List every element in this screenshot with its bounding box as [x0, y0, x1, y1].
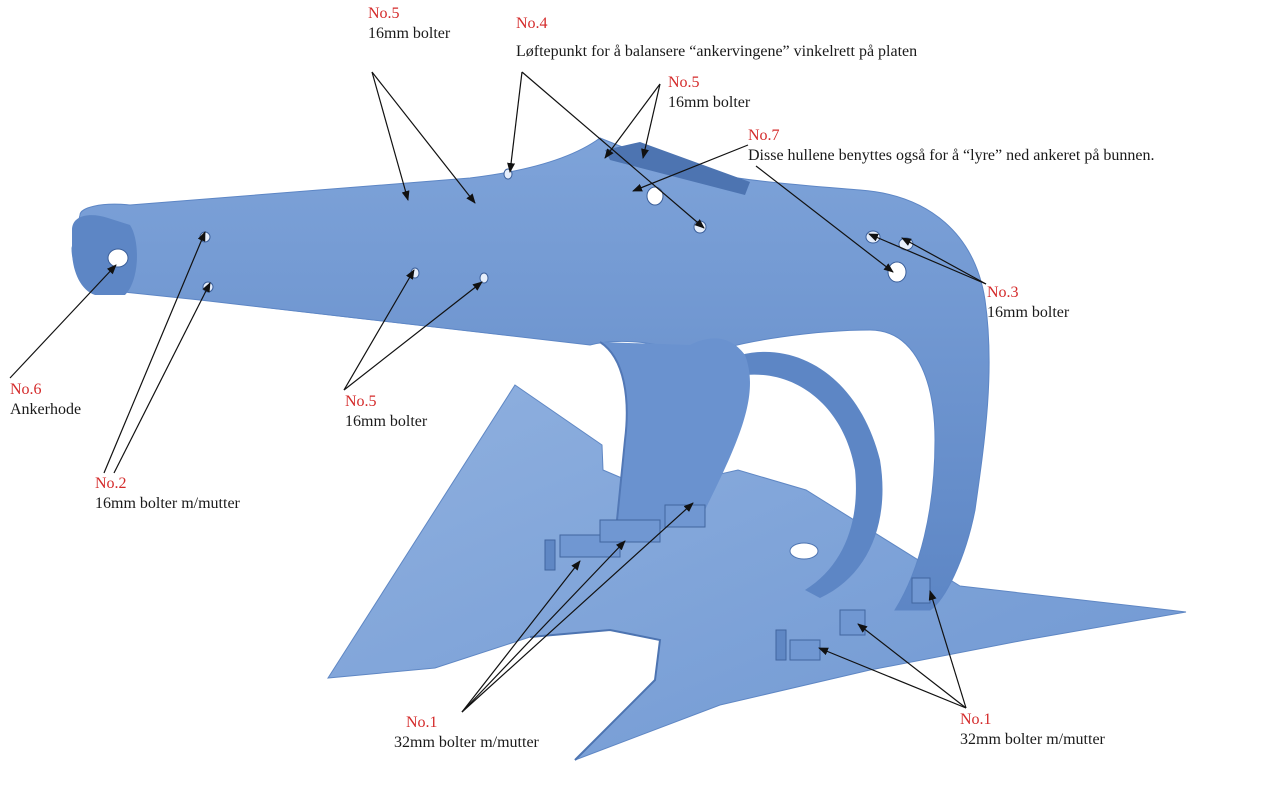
arrow-no5-top-right-b [641, 83, 661, 159]
anchor-back-leg [740, 351, 883, 598]
callout-description: 32mm bolter m/mutter [394, 734, 539, 751]
callout-no6: No.6 Ankerhode [10, 380, 81, 420]
callout-description: Disse hullene benyttes også for å “lyre”… [748, 147, 1155, 164]
callout-number: No.5 [668, 74, 700, 91]
plate-hole [789, 542, 819, 560]
callout-description: Ankerhode [10, 401, 82, 418]
callout-number: No.5 [368, 5, 400, 22]
anchor-illustration [71, 137, 1187, 761]
callout-description: 16mm bolter [668, 94, 751, 111]
callout-no3: No.3 16mm bolter [987, 283, 1069, 323]
arrow-no3-b [901, 237, 987, 285]
callout-number: No.6 [10, 381, 42, 398]
arrow-no1-right-c [928, 590, 967, 709]
arrow-no5-top-left-b [371, 71, 476, 204]
arrow-no1-right-b [857, 623, 967, 709]
callout-no5-top-left: No.5 16mm bolter [368, 4, 450, 44]
arrow-no5-top-left-a [371, 71, 410, 201]
callout-description: Løftepunkt for å balansere “ankervingene… [516, 43, 918, 60]
callout-no1-left: No.1 32mm bolter m/mutter [394, 713, 539, 753]
callout-no5-middle: No.5 16mm bolter [345, 392, 427, 432]
arrow-no1-left-b [461, 540, 626, 713]
arrow-no4-a [507, 71, 523, 173]
callout-description: 16mm bolter [345, 413, 428, 430]
callout-description: 16mm bolter [368, 25, 451, 42]
arrow-no5-middle-a [343, 269, 415, 391]
callout-description: 16mm bolter m/mutter [95, 495, 240, 512]
callout-number: No.1 [406, 714, 438, 731]
anchor-head [72, 215, 137, 295]
callout-number: No.7 [748, 127, 780, 144]
arrow-no1-right-a [818, 647, 967, 709]
arrow-no2-a [103, 231, 206, 474]
arrow-no3-a [868, 233, 987, 285]
callout-description: 16mm bolter [987, 304, 1070, 321]
fluke-plate [327, 384, 1187, 761]
leader-arrows [9, 71, 987, 713]
callout-no7: No.7 Disse hullene benyttes også for å “… [748, 126, 1155, 166]
callout-number: No.2 [95, 475, 127, 492]
callout-number: No.3 [987, 284, 1019, 301]
callout-no2: No.2 16mm bolter m/mutter [95, 474, 240, 514]
arrow-no7-b [755, 165, 894, 273]
callout-no1-right: No.1 32mm bolter m/mutter [960, 710, 1105, 750]
callout-number: No.1 [960, 711, 992, 728]
arrow-no6 [9, 264, 117, 379]
callout-number: No.4 [516, 15, 548, 32]
arrow-no1-left-a [461, 560, 581, 713]
callout-number: No.5 [345, 393, 377, 410]
arrow-no1-left-c [461, 502, 694, 713]
callout-description: 32mm bolter m/mutter [960, 731, 1105, 748]
anchor-front-leg [600, 338, 750, 540]
callout-no5-top-right: No.5 16mm bolter [668, 73, 750, 113]
arrow-no5-middle-b [343, 281, 483, 391]
callout-no4-top: No.4 Løftepunkt for å balansere “ankervi… [516, 14, 917, 62]
arrow-no5-top-right-a [604, 83, 661, 159]
arrow-no7-a [632, 144, 749, 192]
arrow-no2-b [113, 282, 211, 474]
